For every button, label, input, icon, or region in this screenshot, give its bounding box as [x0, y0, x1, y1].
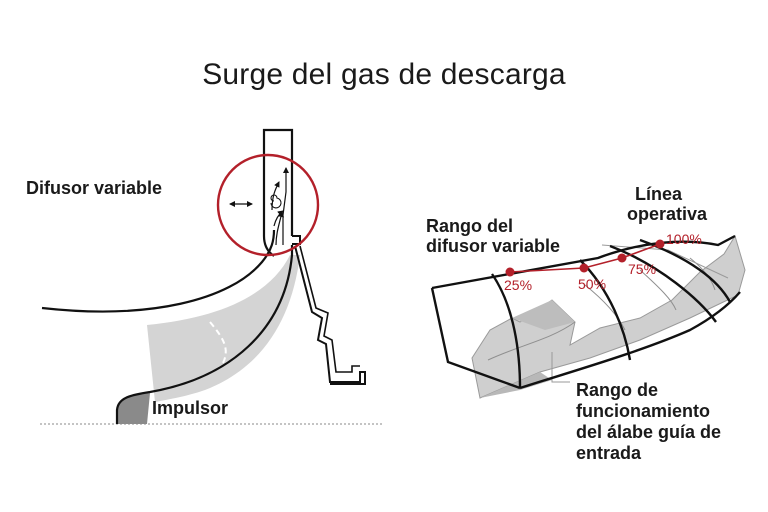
igv-leader-line [551, 352, 570, 383]
surge-highlight-circle [216, 153, 320, 257]
pct-25: 25% [504, 277, 533, 293]
compressor-section [40, 128, 383, 425]
flow-arrow-icon [275, 211, 284, 246]
marker-100 [655, 239, 665, 249]
casing-outer [294, 245, 366, 385]
diffuser-channel [262, 128, 294, 236]
diagram-title: Surge del gas de descarga [202, 58, 566, 91]
pct-50: 50% [578, 276, 607, 292]
operating-range-diagram [430, 234, 746, 399]
swirl-icon [270, 194, 282, 209]
diffuser-front-edge [430, 287, 521, 390]
arc-25 [491, 273, 522, 389]
casing-inner [299, 245, 360, 373]
pct-75: 75% [628, 261, 657, 277]
flow-arrow-icon [271, 181, 280, 211]
passage-midline [209, 321, 227, 366]
shroud-outline [41, 229, 276, 313]
marker-50 [579, 263, 589, 273]
label-rango-difusor: Rango del difusor variable [426, 216, 561, 256]
impeller-passage [147, 255, 300, 402]
diffuser-bottom-edge [519, 291, 741, 390]
flow-arrow-icon [273, 210, 284, 227]
marker-75 [617, 253, 627, 263]
label-linea-operativa: Línea operativa [627, 184, 708, 224]
label-impulsor: Impulsor [152, 398, 229, 418]
impeller-hub [117, 393, 150, 424]
arc-75 [609, 244, 717, 323]
igv-range-region [471, 234, 746, 399]
label-difusor-variable: Difusor variable [26, 178, 163, 198]
label-rango-alabe: Rango de funcionamiento del álabe guía d… [576, 380, 722, 463]
operating-line [509, 243, 661, 273]
marker-25 [505, 267, 515, 277]
flow-arrow-icon [282, 167, 289, 245]
arc-50 [579, 259, 632, 361]
hub-outline [115, 245, 294, 424]
pct-100: 100% [666, 231, 702, 247]
